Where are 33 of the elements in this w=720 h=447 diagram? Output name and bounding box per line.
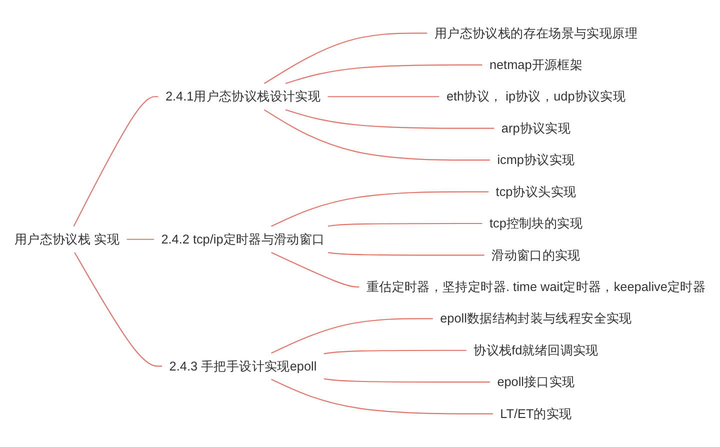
node-text: epoll接口实现	[497, 374, 575, 389]
node-text: epoll数据结构封装与线程安全实现	[440, 310, 632, 326]
node-text: tcp协议头实现	[496, 184, 576, 199]
connector	[285, 109, 494, 129]
connector	[271, 252, 360, 288]
connector	[264, 109, 490, 161]
connector	[328, 222, 482, 227]
connector	[324, 350, 466, 354]
connector	[264, 32, 428, 84]
connector	[126, 238, 154, 240]
node-text: arp协议实现	[501, 120, 571, 136]
node-text: 重估定时器，坚持定时器. time wait定时器，keepalive定时器	[366, 279, 706, 294]
node-text: 2.4.2 tcp/ip定时器与滑动窗口	[161, 232, 325, 246]
node-text: 用户态协议栈 实现	[14, 232, 120, 246]
connector	[328, 96, 440, 98]
connector	[324, 378, 490, 383]
node-text: 协议栈fd就绪回调实现	[474, 342, 598, 358]
node-text: eth协议， ip协议，udp协议实现	[446, 88, 626, 104]
connector	[285, 64, 482, 84]
node-text: 2.4.1用户态协议栈设计实现	[165, 88, 321, 104]
connector	[271, 191, 489, 227]
connector	[271, 318, 433, 354]
node-text: 滑动窗口的实现	[492, 248, 580, 262]
node-text: tcp控制块的实现	[489, 216, 582, 230]
node-text: icmp协议实现	[497, 152, 575, 167]
connector	[271, 378, 493, 414]
node-text: netmap开源框架	[489, 57, 583, 72]
connector	[328, 252, 484, 256]
node-text: 2.4.3 手把手设计实现epoll	[169, 358, 317, 374]
node-text: LT/ET的实现	[500, 406, 572, 421]
node-text: 用户态协议栈的存在场景与实现原理	[434, 26, 638, 40]
connector	[73, 96, 158, 226]
connector	[74, 252, 162, 367]
